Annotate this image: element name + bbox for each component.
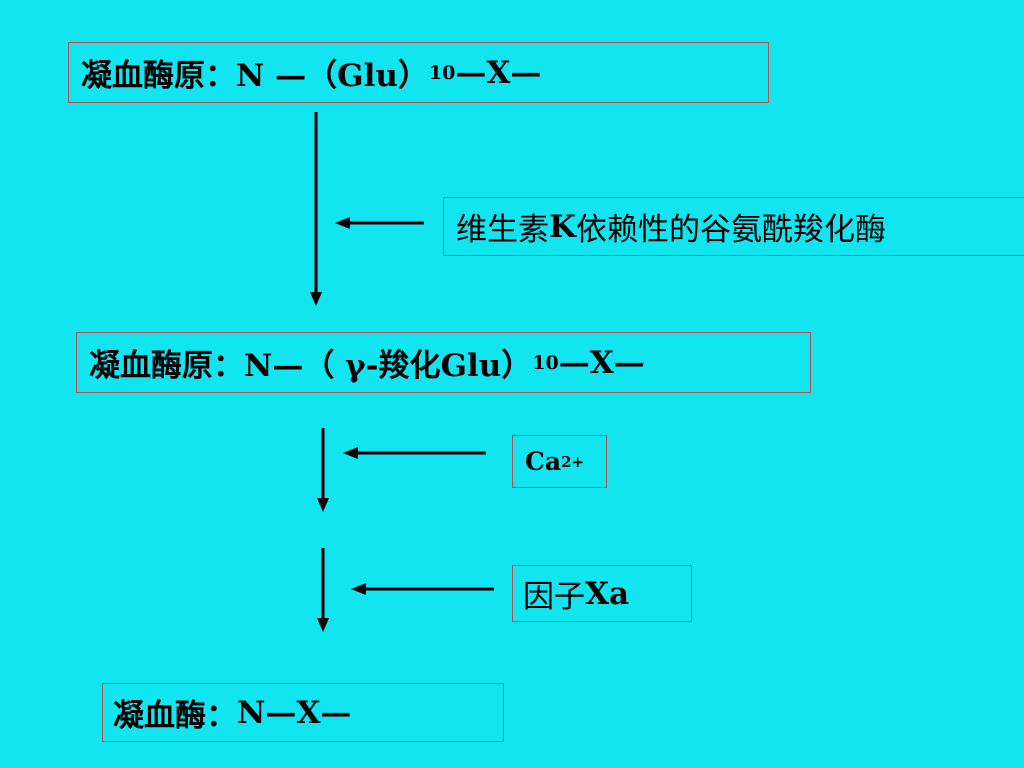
- side-arrow-calcium: [343, 447, 486, 459]
- down-arrow-1: [310, 112, 322, 306]
- thrombin-formula: N—X—: [237, 694, 352, 731]
- factor-letter: Xa: [585, 575, 630, 612]
- down-arrow-3: [317, 548, 329, 632]
- carboxylase-cjk2: 依赖性的谷氨酰羧化酶: [575, 212, 886, 248]
- carboxylated-formula-part3: —X—: [558, 344, 645, 381]
- prothrombin-subscript: 10: [428, 61, 456, 84]
- carboxylated-cjk: 羧化: [378, 348, 441, 384]
- calcium-superscript: 2+: [561, 452, 585, 471]
- thrombin-prefix: 凝血酶：: [113, 698, 237, 734]
- carboxylase-letter: K: [549, 208, 576, 245]
- carboxylase-cjk1: 维生素: [456, 212, 549, 248]
- side-arrow-factor: [351, 583, 494, 595]
- down-arrow-2: [317, 428, 329, 512]
- factor-cjk: 因子: [523, 579, 585, 615]
- thrombin-box: 凝血酶：N—X—: [102, 683, 504, 742]
- prothrombin-formula-part2: —X—: [455, 54, 542, 91]
- carboxylated-prothrombin-box: 凝血酶原：N—（ γ-羧化 Glu）10 —X—: [76, 332, 811, 393]
- prothrombin-formula-part1: N —（Glu）: [236, 58, 429, 94]
- carboxylated-subscript: 10: [532, 351, 559, 374]
- carboxylated-prefix: 凝血酶原：: [89, 348, 244, 384]
- carboxylated-formula-part1: N—（ γ-: [244, 348, 379, 384]
- side-arrow-enzyme: [335, 217, 424, 229]
- calcium-base: Ca: [525, 447, 562, 476]
- prothrombin-box: 凝血酶原：N —（Glu）10—X—: [68, 42, 769, 103]
- prothrombin-prefix: 凝血酶原：: [81, 58, 236, 94]
- carboxylated-formula-part2: Glu）: [440, 348, 533, 384]
